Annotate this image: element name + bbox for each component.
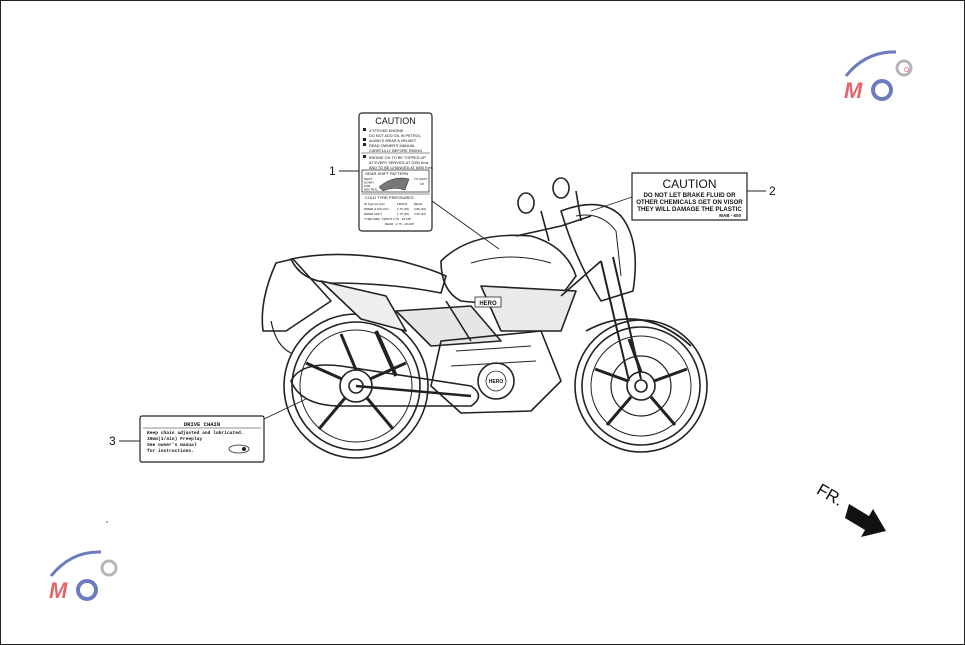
tank-badge-text: HERO bbox=[479, 301, 497, 307]
tyre-header: REAR bbox=[414, 202, 423, 206]
front-direction-indicator: FR. bbox=[814, 480, 886, 537]
tyre-cell: 1.75 (25) bbox=[397, 207, 409, 211]
leader-line-3 bbox=[263, 398, 307, 420]
gear-left-text: DOWN bbox=[364, 181, 374, 185]
motorcycle-illustration bbox=[261, 177, 708, 459]
label1-line: DO NOT ADD OIL IN PETROL bbox=[369, 134, 421, 138]
hero-logo-icon bbox=[228, 444, 250, 454]
direction-arrow-icon bbox=[845, 504, 886, 537]
label1-line: CAREFULLY BEFORE RIDING bbox=[369, 149, 422, 153]
tank-badge bbox=[474, 296, 502, 308]
label3-line: 30mm(1/4in) Freeplay bbox=[147, 436, 202, 442]
tyre-header: FRONT bbox=[397, 202, 407, 206]
label3-line: for instructions. bbox=[147, 448, 194, 454]
label1-line: READ OWNER'S MANUAL bbox=[369, 144, 415, 148]
tyre-cell: 2.80 (40) bbox=[414, 207, 426, 211]
label2-title: CAUTION bbox=[663, 177, 717, 191]
label2-line: DO NOT LET BRAKE FLUID OR bbox=[643, 192, 736, 199]
front-wheel bbox=[574, 319, 708, 453]
svg-text:M: M bbox=[844, 78, 863, 103]
tyre-cell: 1.75 (25) bbox=[397, 212, 409, 216]
tyre-cell: RIDER & PILLION bbox=[364, 207, 389, 211]
tyre-size: TYRE SIZE : FRONT 2.75 - 18 42P bbox=[364, 217, 411, 221]
engine-badge bbox=[485, 370, 507, 392]
direction-label: FR. bbox=[814, 480, 847, 510]
watermark-logo-bottom: M bbox=[49, 550, 118, 603]
leader-line-1 bbox=[431, 200, 500, 250]
callout-number-1: 1 bbox=[329, 164, 336, 178]
gear-left-text: FOR bbox=[364, 184, 371, 188]
label1-title: CAUTION bbox=[375, 116, 416, 126]
label3-title: DRIVE CHAIN bbox=[184, 421, 220, 428]
drive-chain-label: DRIVE CHAIN Keep chain adjusted and lubr… bbox=[139, 415, 265, 463]
tyre-pressure-title: COLD TYRE PRESSURES bbox=[365, 195, 414, 200]
gear-shift-title: GEAR SHIFT PATTERN bbox=[365, 171, 408, 176]
caution-label-2: CAUTION DO NOT LET BRAKE FLUID OR OTHER … bbox=[631, 172, 748, 221]
tyre-size: REAR : 2.75 - 18 42P bbox=[385, 222, 414, 226]
label1-line: ENGINE OIL TO BE TOPPED UP bbox=[369, 156, 426, 160]
engine-badge-text: HERO bbox=[489, 379, 504, 385]
label1-line: ALWAYS WEAR A HELMET bbox=[369, 139, 417, 143]
tyre-header: IN Kg/cm2 (psi) bbox=[364, 202, 385, 206]
label2-code: MAB - 600 bbox=[719, 213, 741, 218]
label2-line: OTHER CHEMICALS GET ON VISOR bbox=[636, 199, 743, 206]
gear-left-text: SHIFT bbox=[364, 177, 373, 181]
label1-line: 4 STROKE ENGINE bbox=[369, 129, 404, 133]
leader-line-2 bbox=[590, 196, 633, 212]
label3-line: Keep chain adjusted and lubricated. bbox=[147, 430, 244, 436]
label1-line: AND TO BE CHANGED AT 6000 Kms bbox=[369, 166, 433, 170]
tyre-cell: 2.25 (32) bbox=[414, 212, 426, 216]
callout-number-2: 2 bbox=[769, 184, 776, 198]
svg-text:O: O bbox=[904, 67, 910, 74]
label1-line: AT EVERY SERVICE AT 2000 Kms bbox=[369, 161, 429, 165]
label2-line: THEY WILL DAMAGE THE PLASTIC bbox=[637, 206, 742, 213]
callout-number-3: 3 bbox=[109, 434, 116, 448]
gear-right-text: TO SHIFT bbox=[414, 177, 428, 181]
watermark-logo-top: M O bbox=[844, 50, 913, 103]
tyre-cell: RIDER ONLY bbox=[364, 212, 382, 216]
gear-right-text: UP bbox=[420, 182, 424, 186]
gear-left-text: NEUTRAL bbox=[364, 188, 378, 192]
caution-label-1: CAUTION 4 STROKE ENGINE DO NOT ADD OIL I… bbox=[358, 112, 433, 232]
label3-line: See owner's manual bbox=[147, 442, 197, 448]
gear-shift-icon bbox=[378, 177, 410, 192]
svg-text:M: M bbox=[49, 578, 68, 603]
